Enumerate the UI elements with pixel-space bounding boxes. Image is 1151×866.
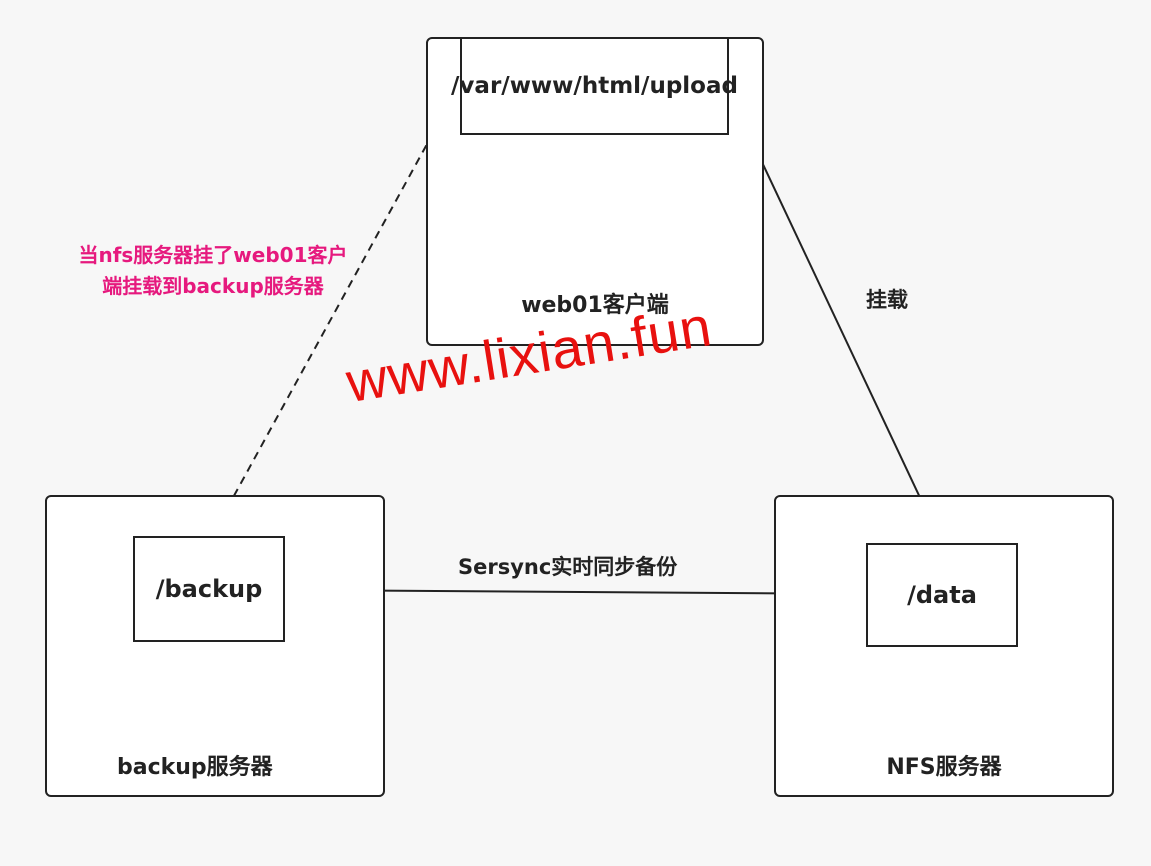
data-path-box: /data	[866, 543, 1018, 647]
backup-server-label: backup服务器	[117, 755, 273, 780]
mount-edge-label: 挂载	[866, 288, 908, 312]
sync-edge-label: Sersync实时同步备份	[458, 555, 678, 579]
nfs-server-label: NFS服务器	[886, 755, 1002, 780]
failover-edge-label: 当nfs服务器挂了web01客户端挂载到backup服务器	[78, 243, 348, 298]
failover-arrow	[212, 83, 461, 536]
backup-path-box: /backup	[133, 536, 285, 642]
web01-client-label: web01客户端	[521, 293, 669, 318]
upload-path-box: /var/www/html/upload	[451, 37, 738, 135]
